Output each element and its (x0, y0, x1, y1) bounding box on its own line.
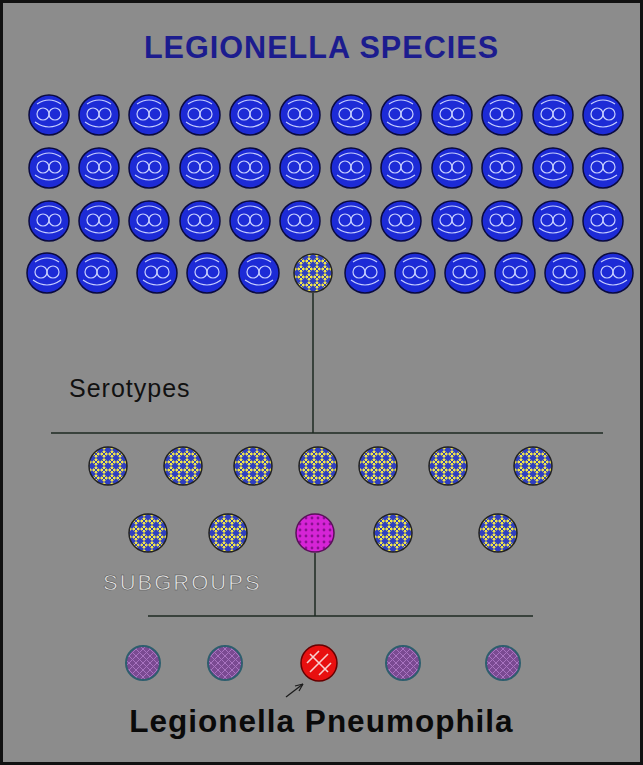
leader-arrow (286, 684, 303, 697)
serotype-circles (89, 447, 552, 552)
level-label: Serotypes (69, 373, 191, 403)
branch-lines (51, 293, 603, 616)
species-circles (27, 95, 633, 293)
diagram-title: LEGIONELLA SPECIES (3, 27, 640, 67)
subgroup-circles (126, 645, 520, 681)
species-label: Legionella Pneumophila (3, 701, 640, 741)
level-label: SUBGROUPS (103, 569, 262, 597)
